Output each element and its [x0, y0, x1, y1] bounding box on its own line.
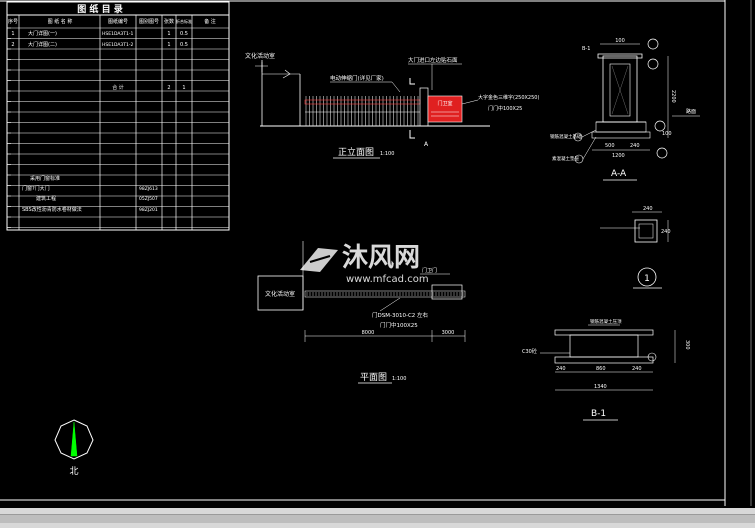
- catalog-row-1-count: 1: [167, 31, 170, 37]
- standard-2-name: 门窗?门大门: [22, 185, 50, 192]
- catalog-header-std: 折合标准: [176, 18, 192, 24]
- north-arrow-icon: [54, 419, 94, 460]
- section-aa-dim-3: 240: [630, 143, 640, 149]
- elevation-label-right1: 大字金色三维字(250X250): [478, 94, 539, 101]
- plan-title: 平面图: [360, 372, 387, 383]
- section-aa-dim-2: 1200: [612, 153, 625, 159]
- section-aa-note-2: 素混凝土垫层: [552, 155, 579, 162]
- catalog-row-2-count: 1: [167, 42, 170, 48]
- elevation-label-top: 大门进口左边贴石面: [408, 56, 458, 64]
- elevation-view: 文化活动室 门卫室 电动伸缩门(详见厂家) 大门进口左边贴石面 大字金色三维字(…: [245, 52, 539, 159]
- watermark: 沐风网 www.mfcad.com: [300, 243, 429, 285]
- plan-label-left: 文化活动室: [265, 290, 295, 298]
- north-arrow: 北: [54, 419, 94, 477]
- catalog-row-2-no: 2: [11, 42, 14, 48]
- catalog-row-2-code: HSE1DA3T1-2: [102, 42, 134, 48]
- catalog-header-code: 图纸编号: [108, 18, 128, 25]
- catalog-total-label: 合 计: [112, 84, 124, 91]
- detail-1: 240 240 1: [600, 206, 671, 289]
- plan-view: 文化活动室 门卫门 门DSM-3010-C2 左右 门门中100X25 8000…: [257, 241, 466, 384]
- catalog-header-grade: 图别图号: [139, 18, 159, 25]
- catalog-row-1-std: 0.5: [180, 31, 188, 37]
- standard-1-name: 采用门窗标准: [30, 175, 60, 182]
- section-b1: 钢筋混凝土压顶 C30砼 300 240 860 240 1340 B-1: [522, 318, 690, 421]
- catalog-row-1-no: 1: [11, 31, 14, 37]
- watermark-brand: 沐风网: [342, 243, 420, 273]
- section-aa-dim-top: 100: [615, 38, 625, 44]
- section-aa-dim-height: 2200: [670, 90, 676, 103]
- catalog-title: 图 纸 目 录: [77, 3, 122, 15]
- elevation-scale: 1:100: [380, 151, 394, 157]
- plan-label-bottom1: 门DSM-3010-C2 左右: [372, 311, 429, 319]
- plan-label-top: 门卫门: [422, 267, 437, 274]
- catalog-header-no: 序号: [8, 18, 18, 25]
- section-b1-dim-2: 860: [596, 366, 606, 372]
- elevation-cut-a: A: [424, 141, 429, 148]
- section-b1-label-top: 钢筋混凝土压顶: [590, 318, 622, 325]
- elevation-title: 正立面图: [338, 146, 374, 158]
- section-aa-title: A-A: [611, 169, 627, 179]
- detail-1-dim-top: 240: [643, 206, 653, 212]
- section-aa-note-1: 钢筋混凝土基础: [550, 133, 582, 140]
- section-aa-dim-base: 100: [662, 131, 672, 137]
- plan-dim-right: 3000: [442, 330, 455, 336]
- section-b1-dim-3: 240: [632, 366, 642, 372]
- standard-4-code: 98ZJ201: [139, 207, 158, 213]
- catalog-row-1-name: 大门详图(一): [28, 30, 57, 37]
- status-bar: [0, 508, 755, 528]
- catalog-total-count: 2: [167, 85, 170, 91]
- section-aa: B-1 100 2200 100 路面 500 1200 240 钢筋混凝土基础…: [550, 38, 700, 181]
- section-b1-dim-height: 300: [684, 340, 690, 350]
- detail-1-dim-side: 240: [661, 229, 671, 235]
- detail-1-marker: 1: [644, 274, 650, 284]
- catalog-row-2-std: 0.5: [180, 42, 188, 48]
- catalog-header-count: 张数: [164, 18, 174, 25]
- plan-dim-left: 8000: [362, 330, 375, 336]
- standard-3-code: 05ZJ507: [139, 196, 158, 202]
- standard-4-name: SBS改性沥青防水卷材做法: [22, 206, 82, 213]
- catalog-header-remark: 备 注: [204, 18, 216, 25]
- catalog-total-std: 1: [182, 85, 185, 91]
- elevation-label-right2: 门门中100X25: [488, 105, 522, 112]
- section-b1-dim-total: 1340: [594, 384, 607, 390]
- elevation-label-gate: 电动伸缩门(详见厂家): [330, 74, 384, 82]
- watermark-url: www.mfcad.com: [346, 274, 429, 285]
- section-aa-b1-label: B-1: [582, 46, 590, 52]
- plan-scale: 1:100: [392, 376, 406, 382]
- catalog-row-2-name: 大门详图(二): [28, 41, 57, 48]
- catalog-table: 图 纸 目 录 序号 图 纸 名 称 图纸编号 图别图号 张数 折合标准 备 注…: [6, 1, 230, 231]
- section-b1-label-left: C30砼: [522, 348, 537, 355]
- section-b1-dim-1: 240: [556, 366, 566, 372]
- catalog-row-1-code: HSE1DA3T1-1: [102, 31, 134, 37]
- standard-3-name: 建筑工程: [36, 195, 56, 202]
- section-aa-label-right: 路面: [686, 108, 696, 115]
- elevation-sign-text: 门卫室: [437, 100, 452, 107]
- section-b1-title: B-1: [591, 409, 606, 419]
- section-aa-dim-1: 500: [605, 143, 615, 149]
- catalog-header-name: 图 纸 名 称: [48, 18, 73, 25]
- plan-label-bottom2: 门门中100X25: [380, 321, 418, 329]
- elevation-label-left: 文化活动室: [245, 52, 275, 60]
- elevation-sign: [427, 95, 463, 123]
- north-label: 北: [69, 466, 78, 477]
- standard-2-code: 98ZJ613: [139, 186, 158, 192]
